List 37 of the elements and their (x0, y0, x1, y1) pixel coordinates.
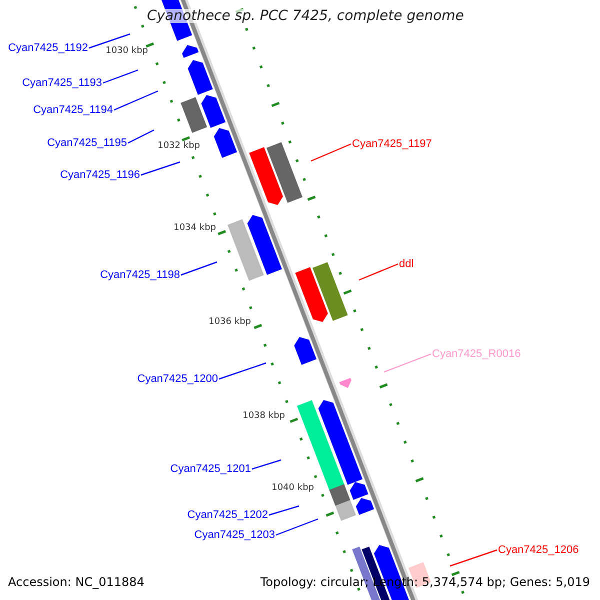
leader-line (88, 33, 130, 49)
gene-label: Cyan7425_1206 (498, 543, 579, 557)
leader-line (102, 69, 138, 84)
gene-label: Cyan7425_1192 (8, 41, 88, 55)
leader-line (252, 459, 282, 470)
gene-label: Cyan7425_1193 (22, 76, 102, 90)
gene-label: ddl (399, 257, 414, 271)
map-title: Cyanothece sp. PCC 7425, complete genome (147, 9, 464, 23)
gene-label: Cyan7425_1198 (100, 268, 180, 282)
scale-label: 1040 kbp (272, 482, 314, 495)
leader-line (384, 353, 432, 373)
gene-label: Cyan7425_1196 (60, 168, 140, 182)
leader-line (128, 129, 154, 144)
leader-line (310, 143, 352, 162)
leader-line (180, 261, 218, 276)
scale-label: 1032 kbp (158, 140, 200, 153)
gene-label: Cyan7425_1200 (137, 372, 218, 386)
leader-line (114, 90, 158, 111)
accession-text: Accession: NC_011884 (8, 575, 144, 589)
gene-label: Cyan7425_1197 (352, 137, 432, 151)
gene-label: Cyan7425_R0016 (432, 347, 521, 361)
scale-label: 1034 kbp (174, 222, 216, 235)
gene-label: Cyan7425_1194 (33, 103, 113, 117)
gene-label: Cyan7425_1195 (47, 136, 127, 150)
gene-label: Cyan7425_1203 (194, 528, 275, 542)
gene-label: Cyan7425_1202 (187, 508, 268, 522)
leader-line (218, 362, 266, 380)
genome-info-text: Topology: circular; Length: 5,374,574 bp; Genes: 5,019 (260, 575, 590, 589)
gene-label: Cyan7425_1201 (170, 462, 251, 476)
leader-line (140, 161, 180, 176)
leader-line (358, 263, 398, 281)
leader-line (268, 505, 300, 516)
scale-label: 1030 kbp (106, 45, 148, 58)
leader-line (276, 518, 318, 536)
leader-line (450, 549, 498, 567)
scale-label: 1038 kbp (242, 410, 285, 423)
scale-label: 1036 kbp (208, 316, 251, 329)
